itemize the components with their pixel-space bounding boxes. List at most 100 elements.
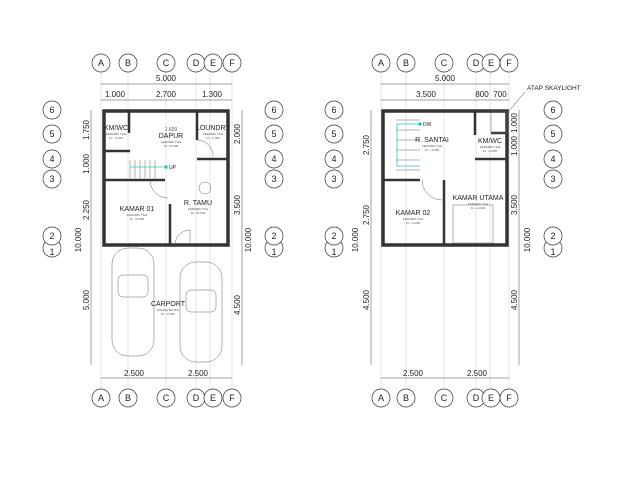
dim: 2.500 [403, 369, 424, 378]
dim: 1.000 [510, 112, 519, 133]
grid-bubbles-right: 6 5 4 3 1 2 [543, 100, 563, 258]
grid-label: A [378, 393, 384, 403]
room-level: FL. ±0.000 [130, 217, 145, 221]
grid-label: C [163, 393, 170, 403]
room-label: KAMAR 01 [120, 206, 155, 213]
grid-number: 4 [271, 154, 276, 164]
carport-cars [111, 247, 223, 363]
grid-number: 2 [271, 231, 276, 241]
grid-label: E [210, 58, 216, 68]
room-label: R. TAMU [184, 200, 212, 207]
grid-label: F [506, 393, 512, 403]
grid-bubbles-right: 6 5 4 3 1 2 [264, 100, 284, 258]
dim: 1.000 [82, 153, 91, 174]
room-finish: PAVING BLOCK [157, 308, 179, 312]
room-label: R. SANTAI [415, 137, 449, 144]
grid-number: 3 [49, 174, 54, 184]
grid-bubbles-top: A B C D E F [371, 53, 519, 73]
dim: 2.500 [124, 369, 145, 378]
dim: 1.000 [510, 135, 519, 156]
grid-label: F [229, 393, 235, 403]
grid-label: E [488, 58, 494, 68]
dim: 4.500 [510, 289, 519, 310]
grid-bubbles-top: A B C D E F [91, 53, 242, 73]
room-finish: KERAMIK TILE [403, 217, 424, 221]
room-label: KAMAR UTAMA [453, 195, 504, 202]
grid-label: D [193, 393, 200, 403]
grid-number: 2 [550, 231, 555, 241]
dim: 2.500 [188, 369, 209, 378]
room-finish: KERAMIK TILE [468, 202, 489, 206]
grid-bubbles-bottom: A B C D E F [371, 388, 519, 408]
grid-number: 2 [331, 231, 336, 241]
room-level: FL. -0.050 [206, 136, 220, 140]
room-finish: KERAMIK TILE [422, 144, 443, 148]
exterior-wall [102, 109, 230, 247]
room-finish: KERAMIK TILE [203, 132, 224, 136]
grid-label: A [98, 58, 104, 68]
grid-number: 5 [49, 129, 54, 139]
grid-label: F [506, 58, 512, 68]
room-label: KAMAR 02 [396, 210, 431, 217]
room-finish: KERAMIK TILE [106, 132, 127, 136]
dim: 2.750 [362, 204, 371, 225]
dim: 10.000 [244, 227, 253, 252]
grid-lines [100, 72, 510, 388]
grid-bubbles-bottom: A B C D E F [91, 388, 242, 408]
room-level: FL. -0.150 [109, 136, 123, 140]
room-level: FL. -0.050 [161, 312, 175, 316]
grid-number: 1 [550, 247, 555, 257]
grid-label: A [378, 58, 384, 68]
grid-number: 1 [271, 247, 276, 257]
dim: 1.300 [202, 90, 223, 99]
grid-label: B [403, 393, 409, 403]
grid-label: C [441, 58, 448, 68]
dim: 10.000 [351, 227, 360, 252]
dim: 4.500 [233, 294, 242, 315]
grid-number: 3 [331, 174, 336, 184]
dim-total: 5.000 [156, 74, 177, 83]
room-level: FL. +2.850 [483, 149, 498, 153]
room-level: FL. ±0.000 [164, 144, 179, 148]
stair-label: DW [423, 122, 432, 128]
grid-number: 1 [331, 247, 336, 257]
room-label: DAPUR [159, 133, 184, 140]
grid-label: B [403, 58, 409, 68]
grid-number: 5 [550, 129, 555, 139]
grid-label: E [488, 393, 494, 403]
dim: 1.000 [105, 90, 126, 99]
grid-number: 1 [49, 247, 54, 257]
grid-label: B [125, 393, 131, 403]
room-label: KM/WC [104, 125, 128, 132]
grid-number: 5 [331, 129, 336, 139]
stair-label: UP [169, 165, 177, 171]
grid-label: C [441, 393, 448, 403]
grid-number: 5 [271, 129, 276, 139]
dim: 10.000 [523, 227, 532, 252]
grid-label: C [163, 58, 170, 68]
dim: 4.500 [362, 289, 371, 310]
room-level: FL. ±0.000 [191, 211, 206, 215]
dim: 3.500 [416, 90, 437, 99]
grid-number: 3 [550, 174, 555, 184]
dim: 1.750 [82, 119, 91, 140]
room-finish: KERAMIK TILE [127, 213, 148, 217]
skylight-label: ATAP SKAYLIGHT [527, 85, 581, 92]
grid-number: 6 [331, 105, 336, 115]
dim: 2.500 [467, 369, 488, 378]
room-level: FL. +3.000 [471, 206, 486, 210]
grid-number: 4 [49, 154, 54, 164]
room-label: KM/WC [478, 138, 502, 145]
grid-number: 2 [49, 231, 54, 241]
stairs: UP [129, 160, 177, 178]
dim-total: 5.000 [435, 74, 456, 83]
grid-label: F [229, 58, 235, 68]
grid-number: 4 [331, 154, 336, 164]
room-level: FL. +3.000 [406, 221, 421, 225]
grid-number: 3 [271, 174, 276, 184]
room-level: FL. +3.000 [425, 148, 440, 152]
stairs: DW [396, 119, 432, 171]
grid-number: 6 [271, 105, 276, 115]
room-label: LOUNDRY [196, 125, 230, 132]
